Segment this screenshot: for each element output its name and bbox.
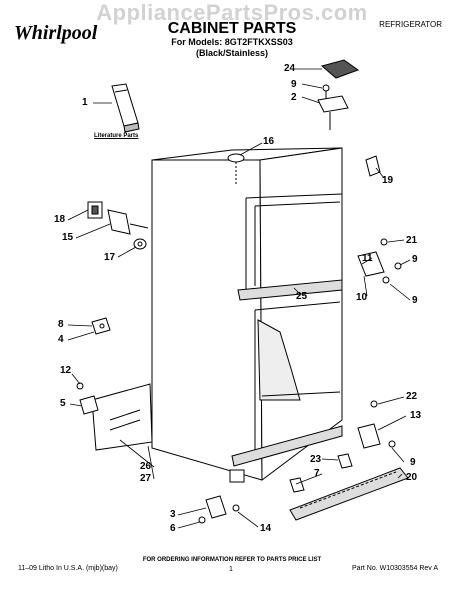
brand-logo: Whirlpool (14, 22, 98, 44)
callout-13: 13 (410, 410, 422, 421)
callout-25: 25 (296, 291, 308, 302)
callout-18: 18 (54, 214, 66, 225)
callout-22: 22 (406, 391, 418, 402)
callout-9-bottom: 9 (410, 457, 416, 468)
callout-14: 14 (260, 523, 272, 534)
callout-19: 19 (382, 175, 394, 186)
callout-12: 12 (60, 365, 72, 376)
callout-23: 23 (310, 454, 322, 465)
category-label: REFRIGERATOR (379, 20, 442, 29)
ordering-note: FOR ORDERING INFORMATION REFER TO PARTS … (142, 557, 322, 563)
center-hinge[interactable] (357, 238, 402, 284)
callout-11: 11 (362, 253, 373, 264)
callout-21: 21 (406, 235, 418, 246)
callout-27: 27 (140, 473, 152, 484)
top-cap[interactable] (320, 59, 360, 79)
cabinet[interactable] (151, 147, 343, 483)
model-info: For Models: 8GT2FTKXSS03 (Black/Stainles… (120, 37, 344, 59)
callout-6: 6 (170, 523, 176, 534)
bottom-left-hinge[interactable] (198, 495, 240, 524)
watermark: AppliancePartsPros.com (96, 0, 368, 25)
toe-grille[interactable] (289, 467, 409, 521)
part-number: Part No. W10303554 Rev A (352, 565, 438, 572)
callout-2: 2 (291, 92, 297, 103)
callout-20: 20 (406, 472, 418, 483)
callout-10: 10 (356, 292, 368, 303)
screw-top[interactable] (322, 84, 330, 100)
callout-1: 1 (82, 97, 88, 108)
clip-23[interactable] (337, 453, 353, 469)
model-number: For Models: 8GT2FTKXSS03 (171, 37, 293, 47)
callout-4: 4 (58, 334, 64, 345)
callout-7: 7 (314, 468, 320, 479)
bracket-8[interactable] (91, 317, 111, 335)
callout-17: 17 (104, 252, 116, 263)
top-hinge[interactable] (317, 95, 349, 130)
hole-plug[interactable] (227, 153, 245, 186)
compressor-panel[interactable] (91, 383, 153, 451)
callout-5: 5 (60, 398, 66, 409)
callout-24: 24 (284, 63, 296, 74)
page-number: 1 (229, 566, 233, 573)
callout-3: 3 (170, 509, 176, 520)
literature-booklet[interactable] (111, 83, 140, 133)
callout-16: 16 (263, 136, 275, 147)
litho-info: 11–09 Litho In U.S.A. (mjb)(bay) (18, 565, 118, 572)
callout-9-top: 9 (291, 79, 297, 90)
clip-7[interactable] (289, 477, 305, 493)
switch-assembly[interactable] (87, 201, 149, 235)
callout-26: 26 (140, 461, 152, 472)
callout-9-hinge: 9 (412, 295, 418, 306)
bracket-19[interactable] (365, 155, 381, 177)
model-finish: (Black/Stainless) (195, 48, 269, 58)
bottom-hinge[interactable] (357, 400, 396, 449)
callout-8: 8 (58, 319, 64, 330)
grommet[interactable] (133, 238, 147, 250)
callout-15: 15 (62, 232, 74, 243)
callout-9-center: 9 (412, 254, 418, 265)
page-title: CABINET PARTS (167, 20, 297, 37)
literature-label: Literature Parts (94, 133, 139, 139)
bracket-5[interactable] (76, 382, 99, 415)
